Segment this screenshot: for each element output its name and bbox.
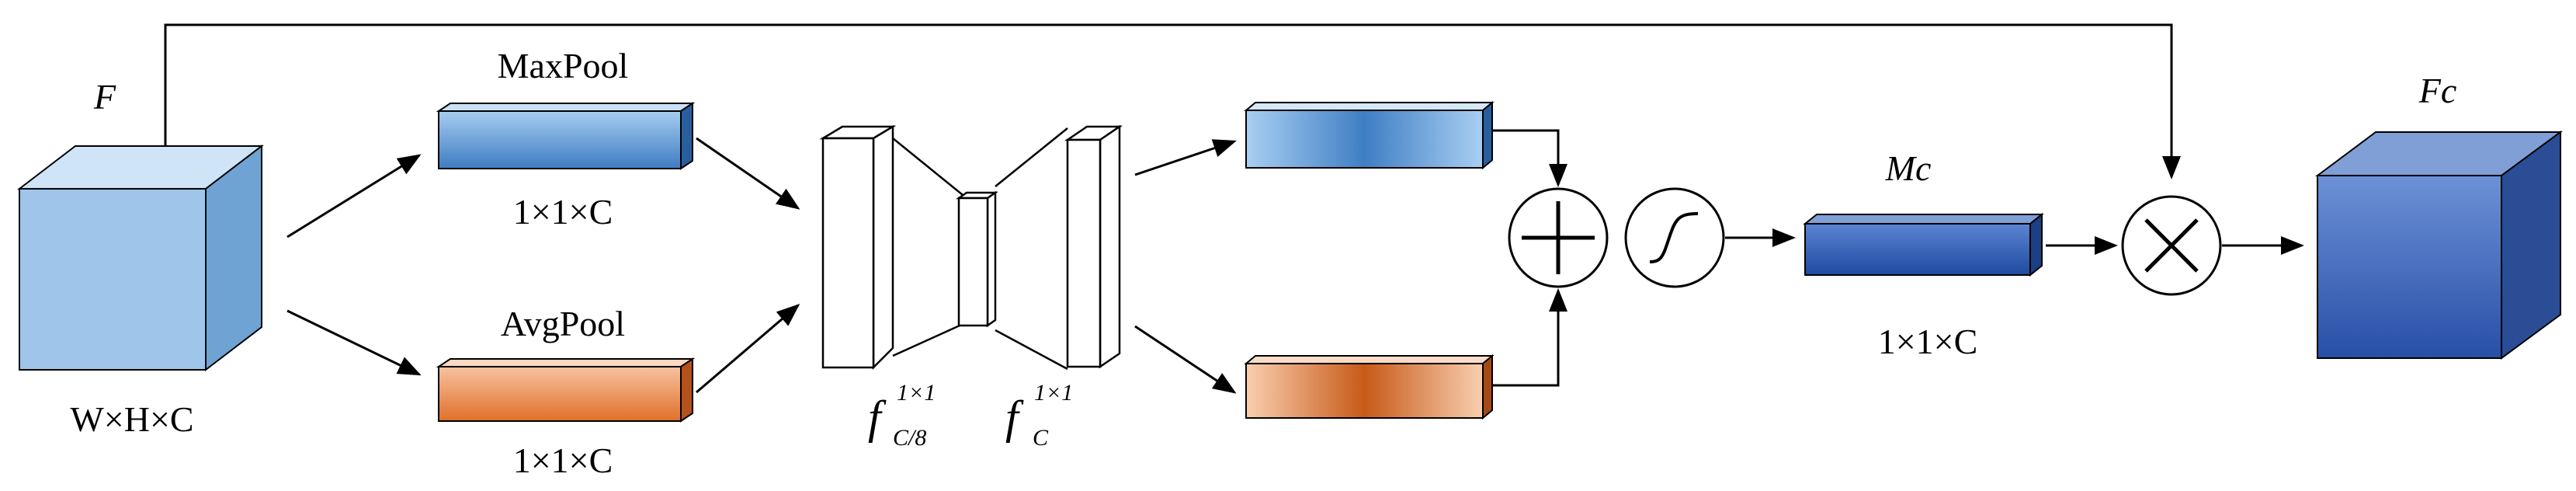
mlp-bottleneck	[957, 197, 989, 327]
svg-text:1×1: 1×1	[897, 380, 936, 406]
arrow-max-to-add	[1492, 129, 1567, 187]
output-cube-front	[2317, 175, 2502, 359]
svg-text:C/8: C/8	[893, 425, 926, 451]
output-cube-side	[2501, 131, 2561, 360]
input-dim-label: W×H×C	[70, 399, 193, 439]
input-label: F	[93, 77, 116, 117]
svg-text:f: f	[868, 392, 887, 443]
avgpool-bar-front	[438, 366, 682, 422]
arrow-input-to-maxpool	[286, 154, 422, 239]
output-feature-cube	[2314, 131, 2564, 360]
input-cube-front	[19, 188, 207, 371]
attention-label: Mc	[1885, 148, 1932, 188]
output-label: Fc	[2418, 71, 2457, 110]
sigmoid-curve-icon	[1649, 212, 1699, 263]
maxpool-dim-label: 1×1×C	[513, 192, 613, 232]
arrow-avg-to-add	[1492, 288, 1567, 387]
arrow-mlp-to-max-out	[1134, 139, 1237, 176]
avgpool-dim-label: 1×1×C	[513, 441, 613, 480]
max-branch-output-vector	[1244, 100, 1495, 170]
arrow-avgpool-to-mlp	[696, 304, 800, 394]
sigmoid-node	[1624, 187, 1725, 288]
avg-branch-output-vector	[1244, 353, 1495, 420]
mlp-layer2-front	[1066, 138, 1102, 368]
arrow-mlp-to-avg-out	[1134, 325, 1237, 394]
mlp-layer1-front	[821, 137, 875, 369]
avgpool-vector	[436, 357, 696, 423]
shared-mlp	[819, 124, 1123, 371]
maxpool-vector	[436, 102, 696, 170]
mlp-layer1-label: f 1×1 C/8	[868, 380, 936, 451]
svg-text:C: C	[1033, 425, 1049, 451]
avgpool-bar-side	[680, 357, 693, 423]
arrow-input-to-avgpool	[286, 309, 422, 376]
skip-connection-line	[164, 23, 2181, 179]
multiply-node: ×	[2121, 195, 2222, 296]
input-feature-cube	[17, 144, 264, 372]
channel-attention-map	[1803, 212, 2044, 277]
add-node: +	[1508, 187, 1609, 288]
svg-text:f: f	[1005, 392, 1024, 443]
input-cube-side	[205, 144, 262, 372]
maxpool-label: MaxPool	[498, 46, 629, 85]
maxpool-bar-front	[438, 110, 682, 169]
attention-dim-label: 1×1×C	[1878, 322, 1978, 361]
avgpool-bar-top	[436, 358, 696, 367]
arrow-maxpool-to-mlp	[696, 137, 800, 210]
maxpool-bar-top	[436, 103, 696, 112]
avgpool-label: AvgPool	[501, 304, 625, 343]
maxpool-bar-side	[680, 102, 693, 170]
mlp-layer2-label: f 1×1 C	[1005, 380, 1073, 451]
svg-text:1×1: 1×1	[1034, 380, 1073, 406]
